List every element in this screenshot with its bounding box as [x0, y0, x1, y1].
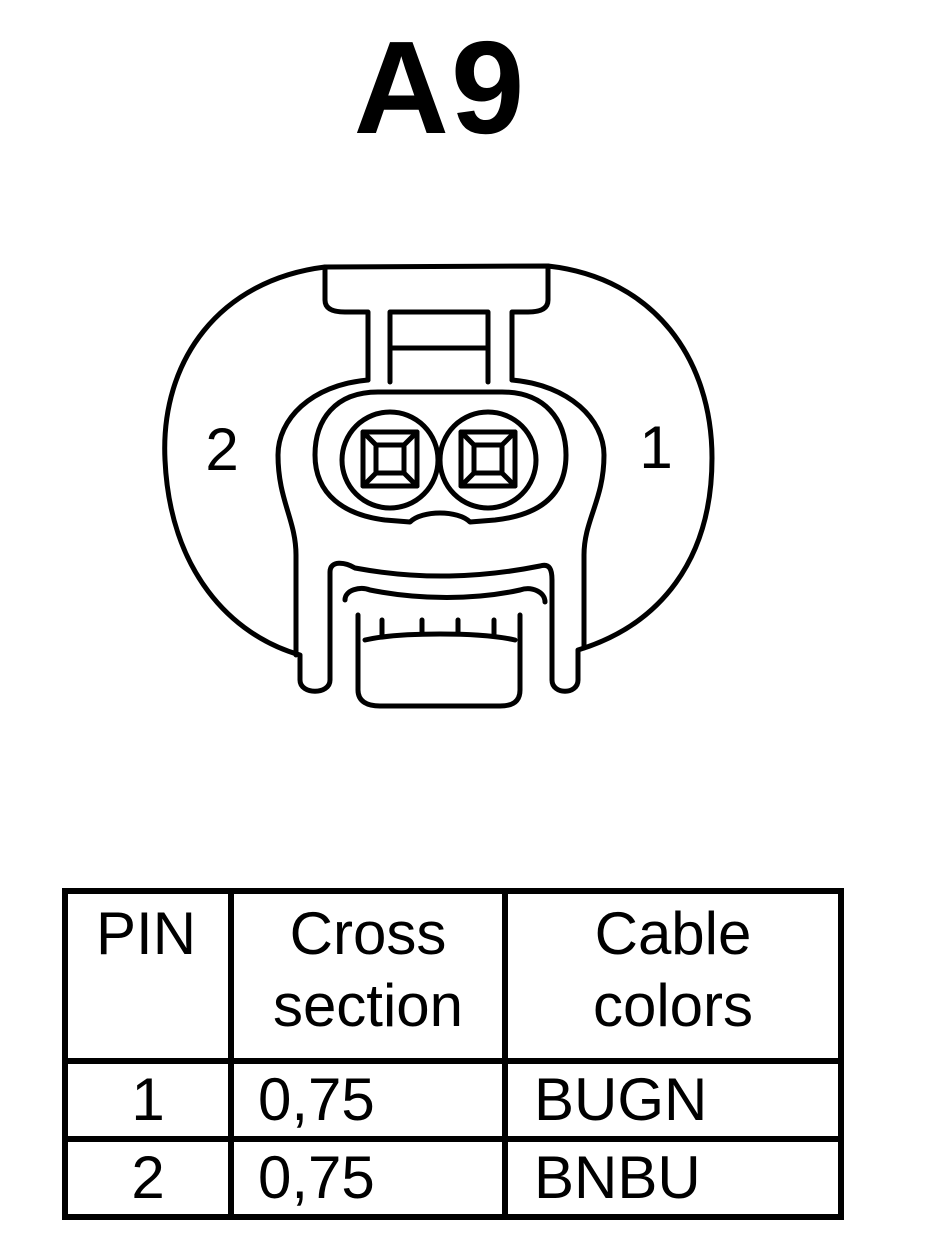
- cell-cross-section: 0,75: [228, 1058, 508, 1142]
- pin-2-terminal: [339, 409, 441, 511]
- connector-inner-body: [275, 377, 371, 658]
- header-pin: PIN: [62, 888, 234, 1064]
- cell-pin: 2: [62, 1136, 234, 1220]
- cell-pin: 1: [62, 1058, 234, 1142]
- cell-cable-color: BUGN: [502, 1058, 844, 1142]
- terminal-cavity: [312, 389, 569, 525]
- connector-title: A9: [353, 14, 527, 161]
- table-header-row: PIN Cross section Cable colors: [62, 888, 844, 1064]
- latch-top: [322, 264, 371, 383]
- cell-cross-section: 0,75: [228, 1136, 508, 1220]
- pin-1-terminal: [437, 409, 539, 511]
- table-row: 1 0,75 BUGN: [62, 1058, 844, 1142]
- bottom-key: [342, 585, 548, 605]
- latch-window: [387, 309, 491, 351]
- header-cable-colors: Cable colors: [502, 888, 844, 1064]
- pin-label-1: 1: [639, 414, 672, 481]
- connector-diagram: 2 1: [162, 263, 715, 709]
- pin-table: PIN Cross section Cable colors 1 0,75 BU…: [62, 888, 844, 1220]
- table-row: 2 0,75 BNBU: [62, 1136, 844, 1220]
- header-cross-section: Cross section: [228, 888, 508, 1064]
- connector-housing-outline: [162, 263, 715, 694]
- cell-cable-color: BNBU: [502, 1136, 844, 1220]
- pin-label-2: 2: [205, 416, 238, 483]
